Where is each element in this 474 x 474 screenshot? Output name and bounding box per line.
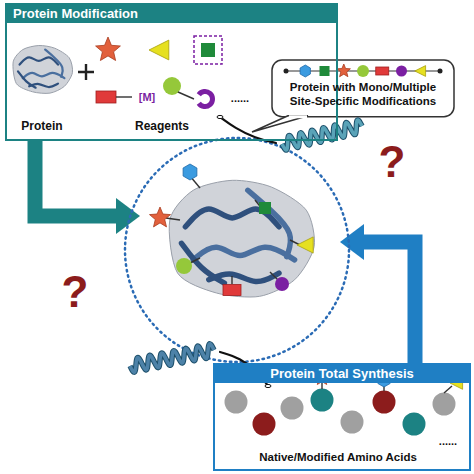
needle-eye bbox=[265, 384, 271, 387]
question-mark: ? bbox=[379, 138, 406, 186]
linker-line bbox=[166, 218, 180, 220]
rect-mark bbox=[96, 91, 116, 103]
ellipsis: ...... bbox=[439, 435, 457, 447]
rect-mark bbox=[223, 285, 241, 296]
bubble-outline bbox=[272, 60, 454, 117]
protein-ribbon bbox=[45, 50, 63, 77]
part-label: Reagents bbox=[135, 120, 189, 133]
circle-mark bbox=[357, 65, 369, 77]
star-mark bbox=[96, 37, 121, 61]
protein-ribbon bbox=[18, 71, 36, 87]
chain-end bbox=[284, 69, 289, 74]
flow-arrow bbox=[35, 141, 118, 216]
panel-header: Protein Total Synthesis bbox=[215, 365, 469, 383]
bubble-mask bbox=[289, 115, 307, 118]
open-ring bbox=[197, 89, 215, 109]
amino-acid bbox=[281, 397, 304, 420]
star-mark bbox=[337, 64, 350, 77]
hexagon-mark bbox=[300, 65, 310, 77]
question-mark: ? bbox=[62, 268, 89, 316]
ellipsis: ...... bbox=[231, 92, 249, 104]
amino-acid bbox=[311, 389, 334, 412]
linker-line bbox=[270, 272, 278, 280]
triangle-mark bbox=[415, 66, 426, 77]
bubble-text: Protein with Mono/Multiple Site-Specific… bbox=[280, 80, 446, 109]
protein-surface bbox=[169, 180, 314, 297]
dotted-ring bbox=[125, 138, 349, 362]
bubble-tail bbox=[252, 116, 308, 132]
protein-ribbon bbox=[23, 73, 65, 78]
linker-line bbox=[444, 386, 452, 393]
linker-line bbox=[231, 276, 232, 284]
linker-line bbox=[116, 96, 132, 97]
amino-acid bbox=[373, 391, 396, 414]
square-mark bbox=[201, 43, 215, 57]
amino-acid bbox=[433, 393, 456, 416]
hexagon-mark bbox=[183, 164, 197, 180]
amino-acid bbox=[403, 413, 426, 436]
rect-mark bbox=[376, 67, 389, 75]
amino-acid bbox=[253, 413, 276, 436]
plus-sign bbox=[78, 64, 94, 80]
panel-header: Protein Modification bbox=[7, 5, 336, 23]
square-mark bbox=[320, 66, 330, 76]
helix-ribbon bbox=[282, 120, 362, 150]
needle-eye bbox=[217, 115, 223, 118]
chain-end bbox=[438, 69, 443, 74]
flow-arrow bbox=[362, 242, 415, 363]
protein-surface bbox=[13, 46, 73, 94]
amino-acid bbox=[225, 391, 248, 414]
circle-mark bbox=[176, 258, 192, 274]
circle-mark bbox=[275, 277, 289, 291]
helix-ribbon bbox=[130, 344, 214, 372]
triangle-mark bbox=[149, 40, 169, 60]
protein-ribbon bbox=[193, 247, 294, 260]
star-mark bbox=[150, 207, 171, 227]
helix-ribbon bbox=[282, 120, 362, 150]
arrow-head bbox=[340, 224, 364, 260]
triangle-mark bbox=[297, 237, 313, 253]
helix-ribbon bbox=[130, 344, 214, 372]
part-label: Protein bbox=[21, 120, 62, 133]
circle-mark bbox=[396, 66, 407, 77]
dashed-frame bbox=[194, 36, 222, 64]
protein-ribbon bbox=[20, 57, 58, 64]
part-label: Native/Modified Amino Acids bbox=[259, 451, 417, 464]
speech-bubble: Protein with Mono/Multiple Site-Specific… bbox=[272, 60, 454, 117]
metal-label: [M] bbox=[139, 91, 156, 103]
linker-line bbox=[321, 383, 322, 389]
protein-ribbon bbox=[248, 190, 291, 256]
square-mark bbox=[259, 202, 271, 214]
linker-line bbox=[178, 92, 194, 99]
amino-acid bbox=[341, 411, 364, 434]
